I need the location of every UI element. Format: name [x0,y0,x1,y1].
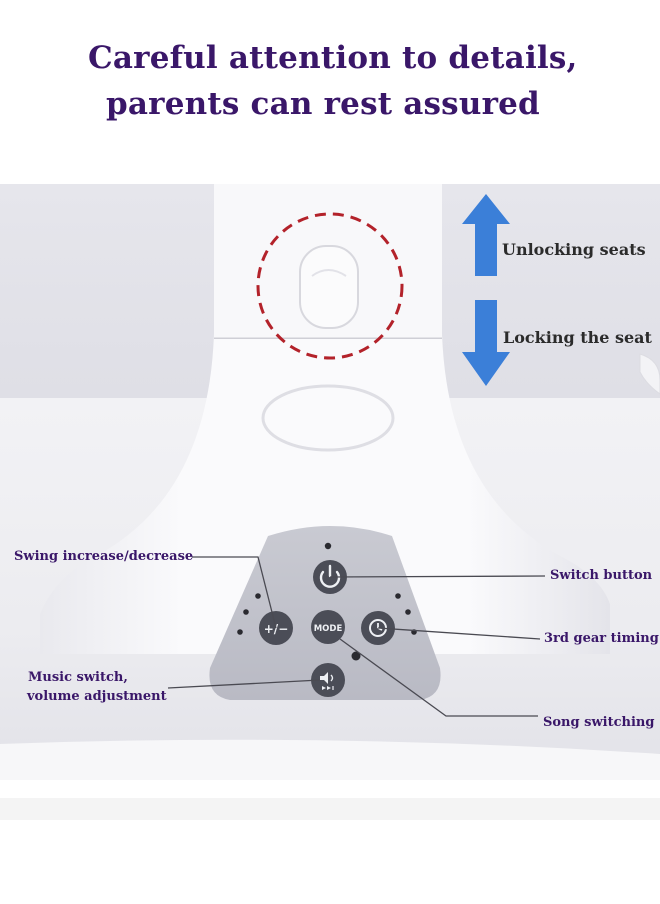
music-label-line-1: Music switch, [28,670,128,685]
timing-label: 3rd gear timing [544,631,659,646]
unlock-arrow-icon [462,194,510,276]
lock-arrow-icon [462,300,510,386]
headline-line-2: parents can rest assured [106,86,540,122]
music-label-line-2: volume adjustment [27,689,167,704]
product-illustration: +/− MODE [0,184,660,780]
stand-column [40,184,610,654]
mode-button[interactable]: MODE [311,610,345,644]
unlock-label: Unlocking seats [502,240,646,259]
lock-label: Locking the seat [503,328,652,347]
bottom-band [0,798,660,820]
latch-highlight-circle [256,212,404,360]
swing-button-label: +/− [264,622,289,636]
side-object [639,353,660,395]
base-rim [0,739,660,780]
mode-button-label: MODE [314,624,343,634]
indicator-dots [237,542,417,661]
oval-recess [261,384,395,452]
song-label: Song switching [543,715,655,730]
leader-lines [167,556,546,717]
seat-latch [299,245,359,329]
music-button[interactable] [311,663,345,697]
headline-line-1: Careful attention to details, [88,40,578,76]
switch-button-label: Switch button [550,568,653,583]
swing-label: Swing increase/decrease [14,549,194,564]
product-photo: +/− MODE [0,184,660,780]
